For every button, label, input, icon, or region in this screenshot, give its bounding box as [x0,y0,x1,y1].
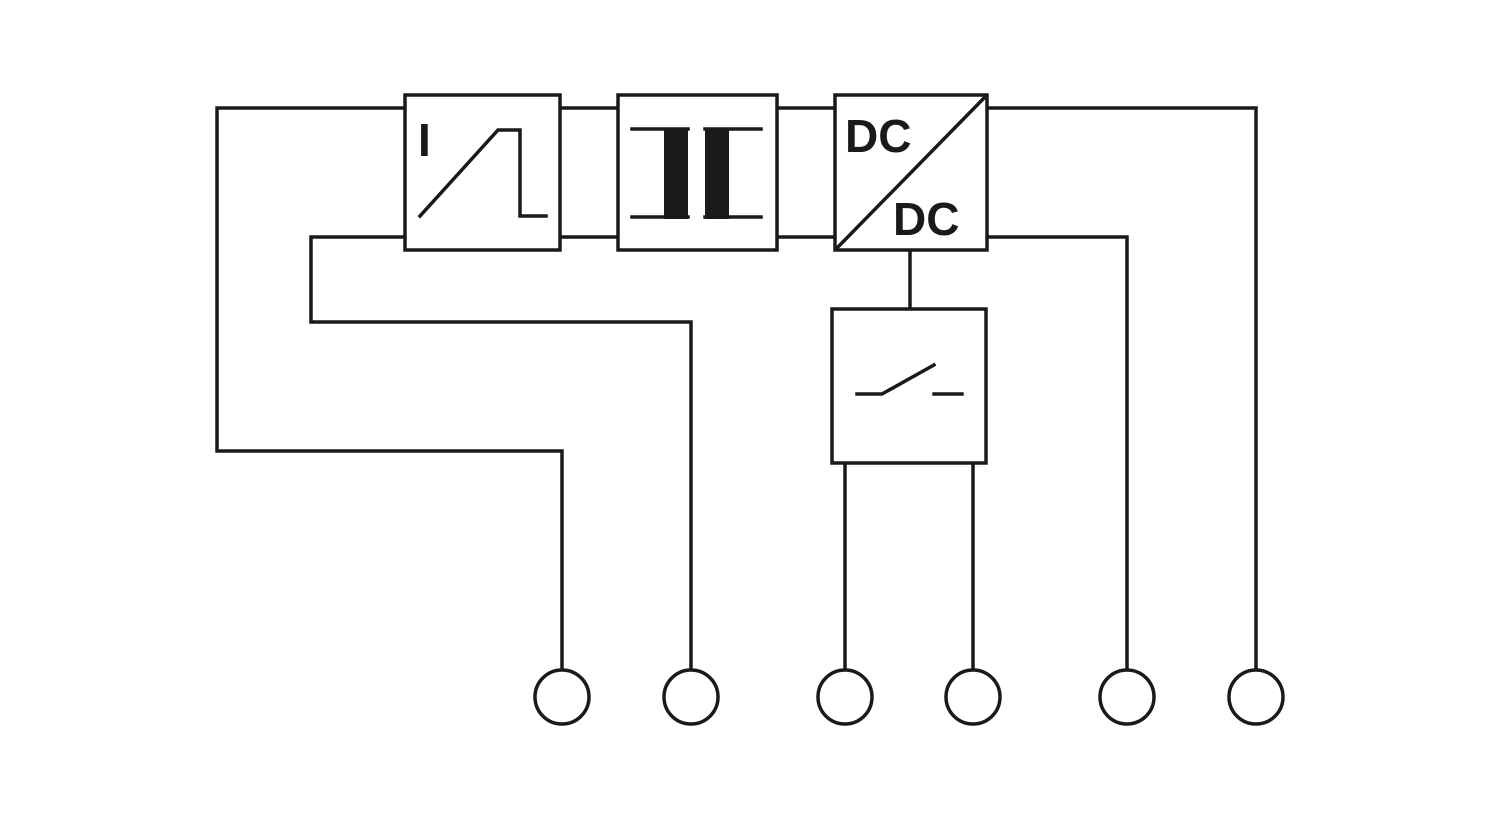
dc-dc-converter-icon [833,93,989,252]
terminal-1 [533,668,591,726]
current-limiter-curve-icon [417,128,548,219]
dc-converter-block: DC DC [833,93,989,252]
wire-bottom-left [309,235,693,672]
galvanic-isolation-icon [630,127,763,219]
terminal-4 [944,668,1002,726]
relay-block [830,307,988,465]
current-limiter-box [403,93,562,252]
current-limiter-label: I [418,114,431,166]
dc-converter-output-label: DC [893,193,959,245]
wire-top-right [985,106,1258,672]
isolation-block [616,93,779,252]
terminal-6 [1227,668,1285,726]
relay-box [830,307,988,465]
relay-switch-icon [855,362,937,396]
terminal-3 [816,668,874,726]
terminal-2 [662,668,720,726]
wire-top-left [215,106,564,672]
isolation-box [616,93,779,252]
dc-converter-input-label: DC [845,110,911,162]
current-limiter-block: I [403,93,562,252]
wires [215,106,1258,672]
wire-bottom-right [985,235,1129,672]
terminals [533,668,1285,726]
terminal-5 [1098,668,1156,726]
